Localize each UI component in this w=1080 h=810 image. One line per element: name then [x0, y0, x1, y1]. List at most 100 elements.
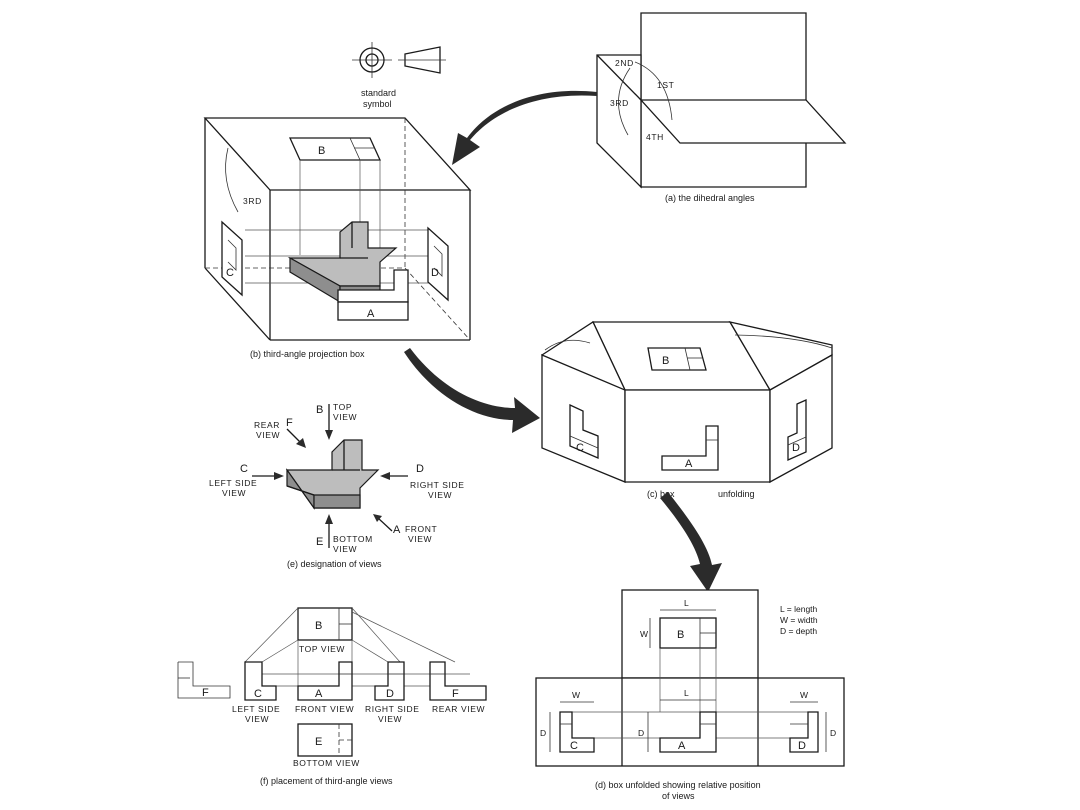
desig-top-label-1: TOP: [333, 402, 352, 412]
placement-diagram: F B TOP VIEW C LEFT SIDE VIEW A FRONT VI…: [177, 607, 487, 786]
place-top-letter: B: [315, 620, 322, 632]
desig-front-label-1: FRONT: [405, 524, 437, 534]
proj-right-view-detail: [433, 245, 443, 277]
unfolded-box-diagram: B L W C W D A L D D W D L: [535, 589, 845, 801]
desig-front-arrow: [377, 517, 393, 532]
proj-right-view: [427, 226, 449, 302]
desig-front-letter: A: [393, 524, 401, 536]
desig-top-arrowhead-icon: [325, 430, 333, 440]
proj-left-view: [221, 220, 243, 297]
place-left-label-1: LEFT SIDE: [232, 704, 280, 714]
desig-rear-arrowhead-icon: [296, 438, 306, 448]
caption-c-unfolding: unfolding: [718, 489, 755, 499]
desig-left-label-2: VIEW: [222, 488, 246, 498]
place-front-letter: A: [315, 688, 323, 700]
first-angle-arc: [634, 61, 673, 121]
place-fold-line: [351, 639, 389, 663]
desig-bottom-label-1: BOTTOM: [333, 534, 373, 544]
second-angle-label: 2ND: [615, 58, 634, 68]
unfolded-right-letter: D: [798, 740, 806, 752]
desig-front-arrowhead-icon: [373, 514, 382, 522]
box-bottom-left-edge: [204, 267, 271, 341]
desig-bottom-arrowhead-icon: [325, 514, 333, 524]
box-hidden-bottom-edge: [404, 267, 471, 341]
place-fold-line: [351, 611, 456, 663]
symbol-inner-circle: [365, 53, 379, 67]
place-front-label: FRONT VIEW: [295, 704, 354, 714]
horizontal-plane: [639, 99, 847, 144]
unfolded-middle-panel: [535, 677, 845, 767]
legend-depth: D = depth: [780, 626, 817, 636]
proj-right-letter: D: [431, 267, 439, 279]
desig-rear-label-2: VIEW: [256, 430, 280, 440]
desig-bottom-label-2: VIEW: [333, 544, 357, 554]
designation-diagram: B TOP VIEW F REAR VIEW C LEFT SIDE VIEW …: [209, 402, 465, 569]
desig-rear-label-1: REAR: [254, 420, 280, 430]
dim-w-right-label: W: [800, 690, 808, 700]
third-angle-label: 3RD: [610, 98, 629, 108]
desig-left-letter: C: [240, 463, 248, 475]
dim-d-right-label: D: [830, 728, 836, 738]
desig-top-letter: B: [316, 404, 323, 416]
place-front-view: [297, 661, 353, 701]
place-left-view: [244, 661, 277, 701]
unfolded-front-view: [659, 711, 717, 753]
dim-l-top-label: L: [684, 598, 689, 608]
caption-d-2: of views: [662, 791, 695, 801]
unfolded-right-view: [789, 711, 819, 753]
arrow-c-to-d-icon: [660, 492, 722, 592]
unfold-front-view: [661, 425, 719, 471]
place-left-label-2: VIEW: [245, 714, 269, 724]
place-right-label-1: RIGHT SIDE: [365, 704, 420, 714]
unfolded-left-view: [559, 711, 595, 753]
unfold-right-view: [787, 398, 807, 462]
desig-front-label-2: VIEW: [408, 534, 432, 544]
place-ghost-view: [177, 661, 231, 699]
place-rear-view: [429, 661, 487, 701]
side-block-edge: [596, 54, 642, 101]
proj-front-view-base: [337, 301, 409, 321]
desig-object-edge: [286, 485, 315, 496]
caption-a: (a) the dihedral angles: [665, 193, 755, 203]
caption-d: (d) box unfolded showing relative positi…: [595, 780, 761, 790]
unfolded-left-letter: C: [570, 740, 578, 752]
desig-right-label-2: VIEW: [428, 490, 452, 500]
desig-right-label-1: RIGHT SIDE: [410, 480, 465, 490]
unfold-right-view-line: [787, 436, 807, 446]
place-bottom-label: BOTTOM VIEW: [293, 758, 360, 768]
symbol-label-2: symbol: [363, 99, 392, 109]
desig-rear-letter: F: [286, 417, 293, 429]
caption-b: (b) third-angle projection box: [250, 349, 365, 359]
place-right-view: [374, 661, 405, 701]
desig-left-label-1: LEFT SIDE: [209, 478, 257, 488]
proj-front-letter: A: [367, 308, 375, 320]
third-angle-arc-b: [225, 147, 239, 213]
caption-f: (f) placement of third-angle views: [260, 776, 393, 786]
unfold-left-view-line: [569, 435, 599, 449]
unfolded-front-letter: A: [678, 740, 686, 752]
proj-left-letter: C: [226, 267, 234, 279]
proj-angle-label: 3RD: [243, 196, 262, 206]
dihedral-angles-diagram: 2ND 1ST 3RD 4TH (a) the dihedral angles: [596, 12, 847, 203]
legend-length: L = length: [780, 604, 818, 614]
caption-e: (e) designation of views: [287, 559, 382, 569]
place-rear-label: REAR VIEW: [432, 704, 485, 714]
unfold-left-letter: C: [576, 442, 584, 454]
desig-bottom-letter: E: [316, 536, 323, 548]
dim-w-top-label: W: [640, 629, 648, 639]
desig-top-label-2: VIEW: [333, 412, 357, 422]
dim-w-left-label: W: [572, 690, 580, 700]
dim-d-left-label: D: [540, 728, 546, 738]
place-top-label: TOP VIEW: [299, 644, 345, 654]
unfold-arc-left: [544, 339, 591, 351]
proj-top-view: [288, 137, 382, 161]
projection-box-diagram: 3RD B C D A (b) third-angle projection: [203, 117, 472, 359]
place-right-label-2: VIEW: [378, 714, 402, 724]
fourth-angle-label: 4TH: [646, 132, 664, 142]
place-fold-line: [351, 607, 401, 663]
symbol-frustum: [404, 46, 441, 74]
side-block: [596, 54, 642, 189]
arrow-a-to-b-icon: [452, 90, 597, 165]
symbol-label-1: standard: [361, 88, 396, 98]
unfolded-top-letter: B: [677, 629, 684, 641]
